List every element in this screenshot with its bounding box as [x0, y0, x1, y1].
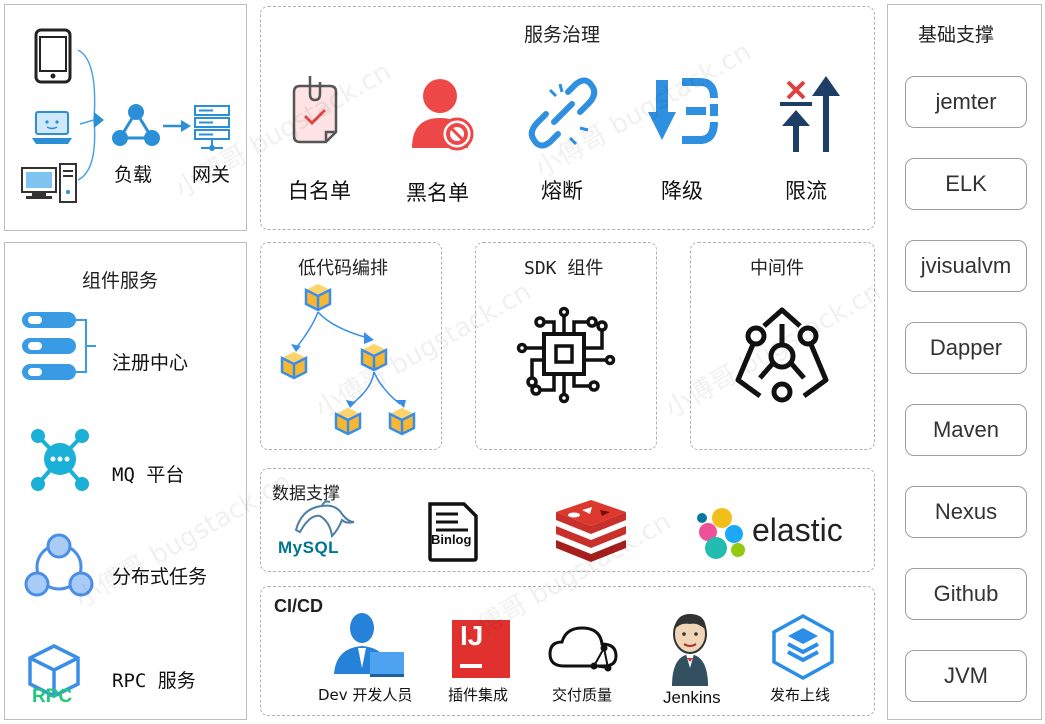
mq-platform-label: MQ 平台: [112, 464, 185, 486]
intellij-icon-text: IJ: [460, 620, 484, 651]
release-label: 发布上线: [770, 686, 831, 704]
mysql-dolphin-icon: [294, 500, 355, 539]
rate-limit-label: 限流: [785, 179, 827, 203]
tool-dapper[interactable]: Dapper: [905, 322, 1027, 374]
whitelist-clipboard-icon: [292, 76, 338, 144]
rpc-cube-icon: [28, 644, 80, 698]
tool-jemter[interactable]: jemter: [905, 76, 1027, 128]
redis-logo-icon: [556, 500, 626, 562]
client-links: [77, 49, 104, 181]
service-governance-panel: [260, 6, 875, 230]
downgrade-icon: [648, 78, 718, 144]
tool-github[interactable]: Github: [905, 568, 1027, 620]
load-label: 负载: [114, 164, 153, 186]
jenkins-butler-icon: [672, 614, 708, 686]
whitelist-label: 白名单: [288, 179, 351, 203]
mq-platform-icon: [31, 429, 89, 491]
distributed-task-label: 分布式任务: [112, 566, 208, 588]
circuit-breaker-label: 熔断: [541, 179, 583, 203]
distributed-task-icon: [24, 533, 94, 597]
sdk-title: SDK 组件: [524, 258, 604, 279]
binlog-text: Binlog: [431, 532, 472, 547]
service-governance-title: 服务治理: [524, 24, 601, 46]
middleware-network-icon: [735, 307, 829, 403]
circuit-breaker-icon: [528, 77, 598, 149]
low-code-flow-diagram: [280, 282, 416, 436]
tool-maven[interactable]: Maven: [905, 404, 1027, 456]
elastic-logo-icon: [697, 508, 745, 559]
data-support-title: 数据支撑: [272, 484, 340, 504]
mysql-logo-text: MySQL: [278, 538, 340, 557]
component-services-title: 组件服务: [82, 270, 159, 292]
mobile-phone-icon: [34, 28, 72, 84]
blacklist-user-icon: [412, 79, 474, 151]
elastic-logo-text: elastic: [752, 512, 843, 548]
load-balancer-icon: [112, 104, 160, 146]
rpc-icon-text: RPC: [32, 686, 73, 707]
intellij-plugin-icon: [452, 620, 510, 678]
cloud-delivery-icon: [548, 626, 618, 672]
registry-center-icon: [22, 312, 96, 380]
low-code-title: 低代码编排: [298, 258, 388, 279]
blacklist-label: 黑名单: [406, 181, 469, 205]
delivery-quality-label: 交付质量: [552, 686, 613, 704]
plugin-integration-label: 插件集成: [448, 686, 509, 704]
registry-center-label: 注册中心: [112, 352, 189, 374]
tool-jvm[interactable]: JVM: [905, 650, 1027, 702]
downgrade-label: 降级: [661, 179, 703, 203]
gateway-server-icon: [194, 105, 230, 151]
tool-nexus[interactable]: Nexus: [905, 486, 1027, 538]
gateway-label: 网关: [192, 164, 231, 186]
cicd-title: CI/CD: [274, 596, 323, 616]
tool-elk[interactable]: ELK: [905, 158, 1027, 210]
infra-support-title: 基础支撑: [918, 24, 995, 46]
tool-jvisualvm[interactable]: jvisualvm: [905, 240, 1027, 292]
rpc-service-label: RPC 服务: [112, 670, 196, 692]
sdk-chip-icon: [516, 306, 616, 404]
middleware-title: 中间件: [750, 258, 804, 279]
rate-limit-icon: [780, 76, 840, 152]
developer-person-icon: [334, 613, 404, 677]
developer-label: Dev 开发人员: [318, 686, 413, 704]
release-layers-icon: [772, 614, 834, 680]
desktop-computer-icon: [21, 163, 77, 203]
arrow-right-icon: [163, 120, 191, 132]
jenkins-label: Jenkins: [663, 688, 721, 707]
binlog-file-icon: [428, 502, 478, 562]
laptop-icon: [32, 111, 72, 144]
